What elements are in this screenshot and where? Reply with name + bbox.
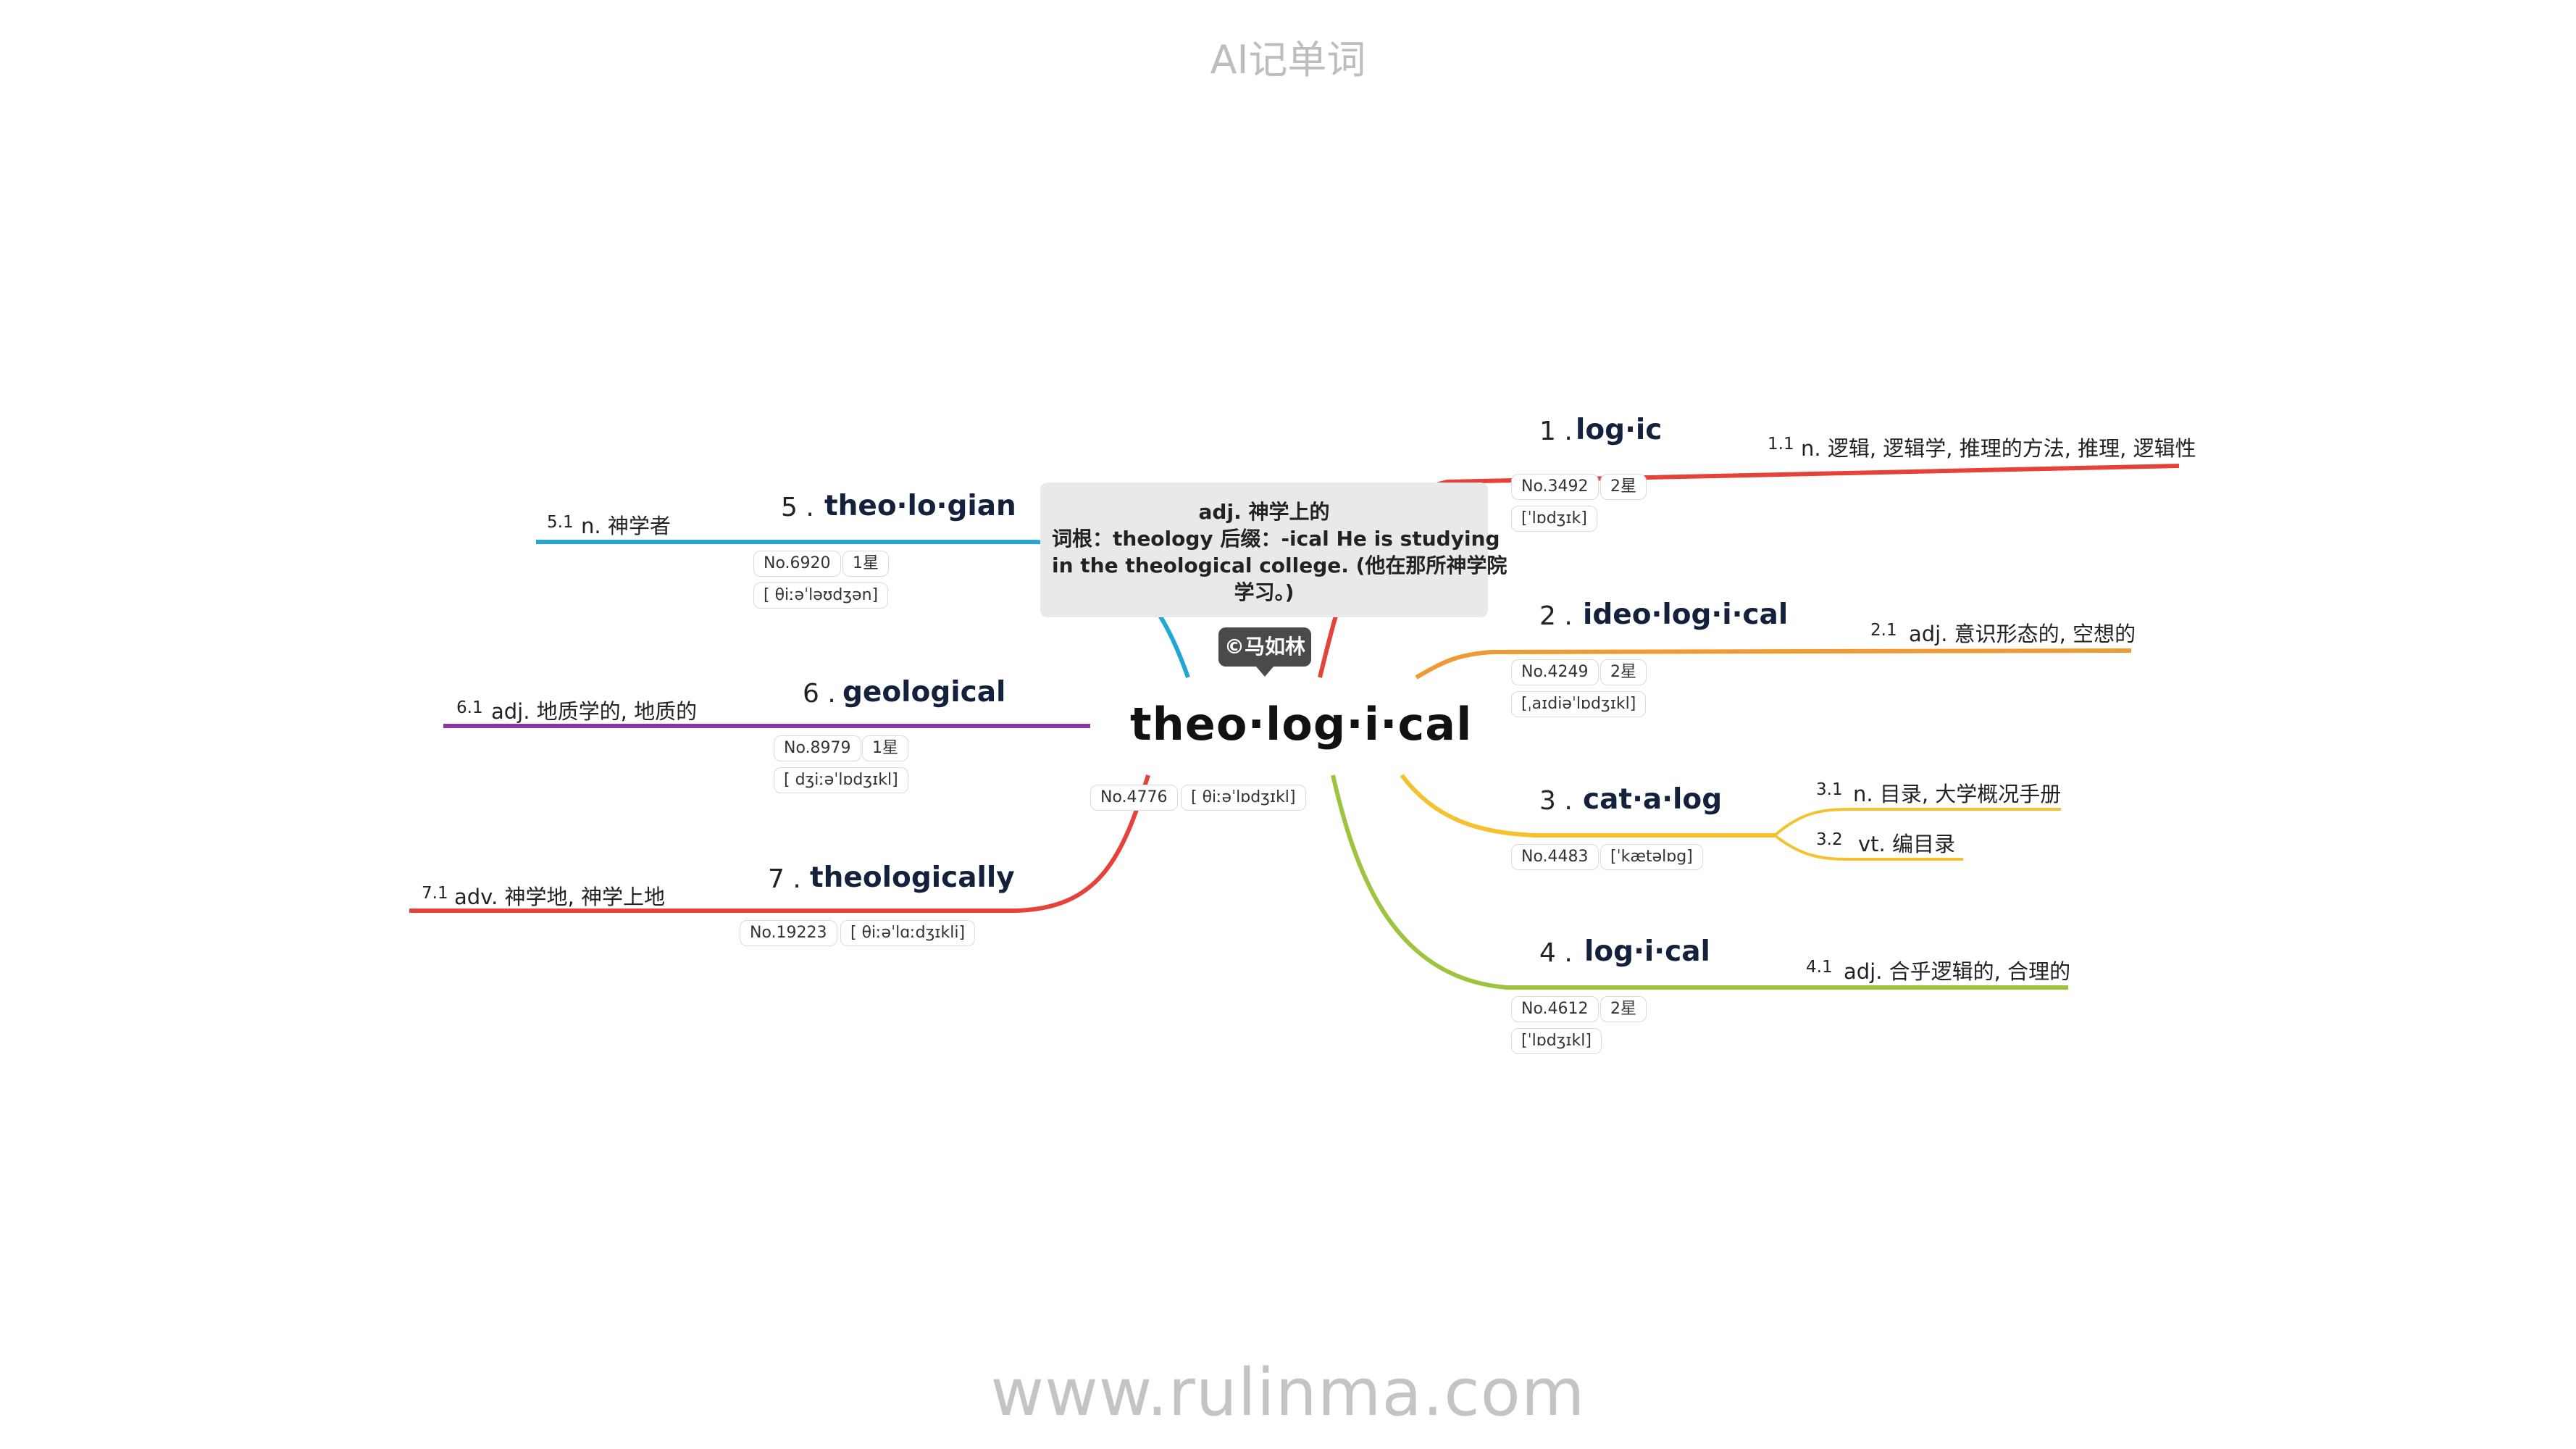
connector-3-1 — [1773, 808, 2061, 837]
note-line-1: adj. 神学上的 — [1198, 500, 1330, 524]
connector-4 — [1331, 774, 2068, 990]
branch-4-sense-1-number: 4.1 — [1806, 958, 1833, 977]
connector-3 — [1400, 774, 1775, 838]
branch-5-tag-stars: 1星 — [842, 551, 889, 577]
app-title: AI记单词 — [1210, 37, 1366, 83]
branch-6-tag-phonetic: [ dʒiːəˈlɒdʒɪkl] — [774, 767, 908, 793]
branch-4-sense-1-text: adj. 合乎逻辑的, 合理的 — [1844, 959, 2071, 984]
branch-3-word: cat·a·log — [1583, 783, 1723, 816]
connector-3-2 — [1773, 834, 1963, 861]
branch-4-tag-number: No.4612 — [1511, 996, 1599, 1022]
branch-1-sense-1-text: n. 逻辑, 逻辑学, 推理的方法, 推理, 逻辑性 — [1801, 436, 2196, 461]
branch-7-number: 7 . — [768, 864, 801, 894]
branch-5-sense-1-number: 5.1 — [547, 513, 574, 532]
connector-2 — [1415, 648, 2132, 680]
branch-5-tag-number: No.6920 — [753, 551, 841, 577]
branch-7-tag-number: No.19223 — [740, 920, 837, 946]
branch-2-sense-1-text: adj. 意识形态的, 空想的 — [1909, 622, 2136, 646]
branch-2-number: 2 . — [1539, 601, 1573, 631]
branch-4-tag-stars: 2星 — [1600, 996, 1647, 1022]
branch-4-tag-phonetic: [ˈlɒdʒɪkl] — [1511, 1028, 1602, 1054]
branch-6-sense-1-text: adj. 地质学的, 地质的 — [491, 699, 698, 724]
branch-4-number: 4 . — [1539, 938, 1573, 968]
branch-3-tag-number: No.4483 — [1511, 844, 1599, 870]
branch-1-number: 1 . — [1539, 417, 1573, 446]
note-line-3: in the theological college. (他在那所神学院 — [1052, 554, 1507, 577]
branch-7-word: theologically — [810, 861, 1015, 894]
central-word: theo·log·i·cal — [1130, 698, 1473, 751]
note-line-2: 词根：theology 后缀：-ical He is studying — [1052, 527, 1500, 551]
branch-2-tag-stars: 2星 — [1600, 659, 1647, 685]
branch-1-tag-phonetic: [ˈlɒdʒɪk] — [1511, 506, 1597, 532]
branch-3-tag-phonetic: [ˈkætəlɒg] — [1600, 844, 1703, 870]
branch-1-sense-1-number: 1.1 — [1768, 435, 1794, 454]
branch-5-sense-1-text: n. 神学者 — [581, 514, 671, 538]
branch-1-tag-number: No.3492 — [1511, 474, 1599, 500]
definition-note: adj. 神学上的 词根：theology 后缀：-ical He is stu… — [1040, 483, 1507, 617]
branch-6-word: geological — [842, 676, 1006, 709]
author-badge: ©马如林 — [1218, 627, 1311, 677]
branch-5-number: 5 . — [781, 493, 814, 522]
center-tag-phonetic: [ θiːəˈlɒdʒɪkl] — [1181, 785, 1306, 811]
branch-3-number: 3 . — [1539, 786, 1573, 816]
branch-7-sense-1-text: adv. 神学地, 神学上地 — [454, 885, 665, 909]
branch-3-sense-2-text: vt. 编目录 — [1858, 832, 1955, 856]
site-url: www.rulinma.com — [990, 1355, 1586, 1431]
branch-6-sense-1-number: 6.1 — [456, 698, 483, 717]
branch-3-sense-1-text: n. 目录, 大学概况手册 — [1853, 782, 2062, 806]
branch-2-sense-1-number: 2.1 — [1870, 621, 1897, 640]
branch-6-tag-number: No.8979 — [774, 735, 861, 761]
branch-4-word: log·i·cal — [1584, 935, 1710, 968]
branch-6-number: 6 . — [803, 679, 836, 709]
branch-7-sense-1-number: 7.1 — [422, 884, 448, 903]
branch-5-tag-phonetic: [ θiːəˈləʊdʒən] — [753, 582, 889, 609]
branch-2-tag-number: No.4249 — [1511, 659, 1599, 685]
branch-1-tag-stars: 2星 — [1600, 474, 1647, 500]
branch-2-word: ideo·log·i·cal — [1583, 598, 1789, 631]
branch-5-word: theo·lo·gian — [824, 490, 1016, 522]
branch-7-tag-phonetic: [ θiːəˈlɑːdʒɪkli] — [840, 920, 976, 946]
branch-2-tag-phonetic: [ˌaɪdiəˈlɒdʒɪkl] — [1511, 691, 1647, 717]
branch-6-tag-stars: 1星 — [862, 735, 908, 761]
center-tag-number: No.4776 — [1090, 785, 1178, 811]
branch-3-sense-1-number: 3.1 — [1816, 780, 1843, 799]
note-line-4: 学习。) — [1234, 580, 1295, 604]
branch-3-sense-2-number: 3.2 — [1816, 830, 1843, 849]
branch-1-word: log·ic — [1576, 414, 1663, 446]
